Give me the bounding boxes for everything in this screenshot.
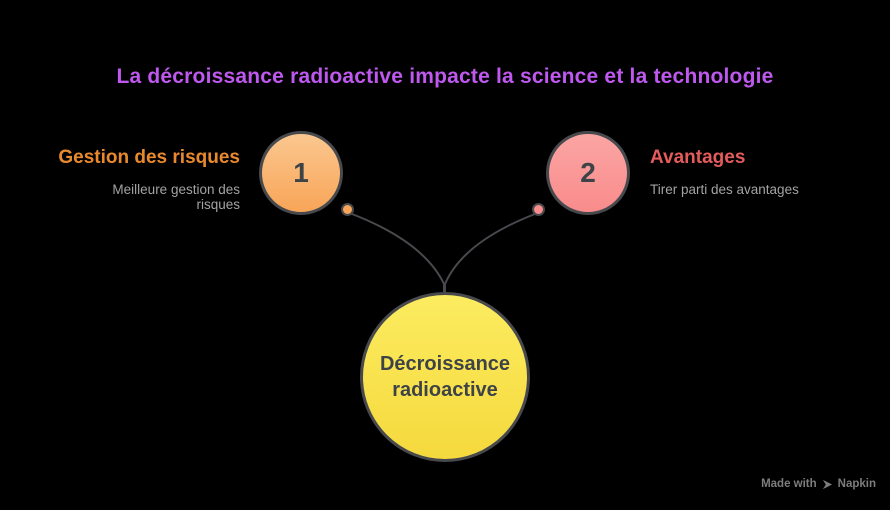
node1-circle: 1 bbox=[259, 131, 343, 215]
node2-connector-dot bbox=[532, 203, 545, 216]
node1-connector-dot bbox=[341, 203, 354, 216]
connector-node1-to-center bbox=[351, 213, 445, 293]
node1-title: Gestion des risques bbox=[58, 147, 240, 168]
diagram-title: La décroissance radioactive impacte la s… bbox=[116, 65, 774, 89]
node2-number: 2 bbox=[580, 157, 596, 188]
node2-description: Tirer parti des avantages bbox=[650, 182, 799, 197]
napkin-pen-icon bbox=[822, 479, 833, 490]
watermark: Made with Napkin bbox=[761, 478, 876, 490]
watermark-prefix: Made with bbox=[761, 478, 817, 490]
watermark-brand: Napkin bbox=[837, 478, 876, 490]
node1-description: Meilleure gestion des risques bbox=[112, 182, 240, 212]
center-concept-label: Décroissance radioactive bbox=[379, 353, 511, 401]
connector-node2-to-center bbox=[444, 213, 536, 293]
node2-circle: 2 bbox=[546, 131, 630, 215]
node2-title: Avantages bbox=[650, 147, 746, 168]
node1-number: 1 bbox=[293, 157, 309, 188]
center-concept-circle: Décroissance radioactive bbox=[360, 292, 530, 462]
